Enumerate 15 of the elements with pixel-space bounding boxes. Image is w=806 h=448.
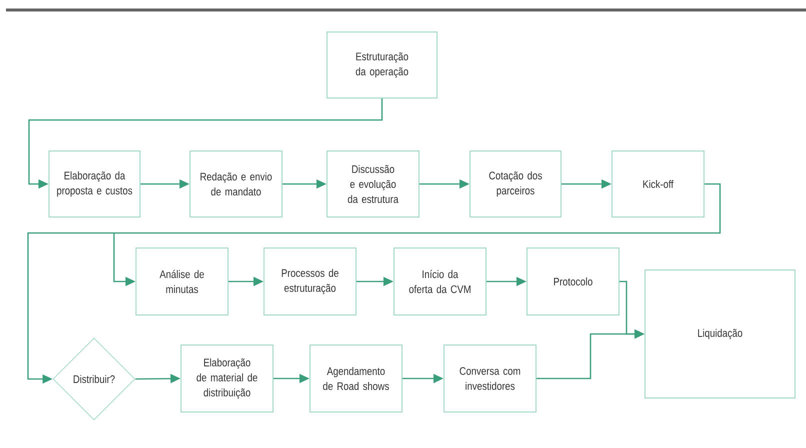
process-box: Agendamento de Road shows [310, 344, 402, 412]
process-box: Análise de minutas [136, 248, 228, 316]
process-box: Processos de estruturação [264, 248, 356, 316]
process-box: Elaboração de material de distribuição [180, 344, 274, 412]
process-box: Elaboração da proposta e custos [48, 150, 140, 218]
process-box: Kick-off [612, 150, 704, 218]
process-box: Estruturação da operação [326, 32, 438, 98]
process-box: Liquidação [644, 270, 796, 398]
process-box: Redação e envio de mandato [190, 150, 282, 218]
process-box: Discussão e evolução da estrutura [326, 150, 420, 218]
process-box: Protocolo [526, 248, 620, 316]
process-box: Início da oferta da CVM [394, 248, 486, 316]
connector-line [114, 183, 721, 234]
process-box: Conversa com investidores [444, 344, 536, 412]
process-box: Cotação dos parceiros [470, 150, 562, 218]
